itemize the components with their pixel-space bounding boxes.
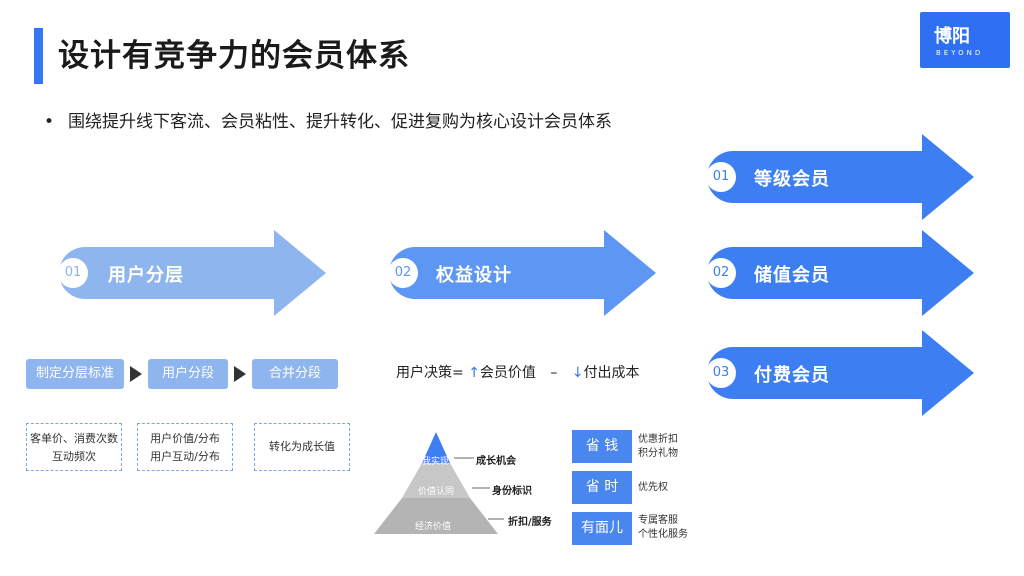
dashed-box-growth-value: 转化为成长值	[254, 423, 350, 471]
dashed-box-line: 客单价、消费次数	[30, 432, 118, 445]
benefit-desc-line: 专属客服	[638, 515, 678, 526]
arrow-benefit-design: 02 权益设计	[372, 230, 658, 316]
pyramid-outcome-identity: 身份标识	[492, 486, 532, 497]
arrow-label: 用户分层	[108, 265, 184, 286]
pyramid-label-identity: 价值认同	[418, 487, 455, 497]
arrow-number: 01	[706, 162, 736, 192]
pyramid-label-economic: 经济价值	[415, 522, 452, 532]
summary-bullet: • 围绕提升线下客流、会员粘性、提升转化、促进复购为核心设计会员体系	[44, 107, 612, 132]
step-arrow-icon	[130, 366, 142, 382]
dashed-box-line: 转化为成长值	[269, 440, 335, 453]
benefit-desc: 优惠折扣 积分礼物	[638, 433, 678, 461]
page-title: 设计有竞争力的会员体系	[58, 38, 410, 74]
formula-prefix: 用户决策=	[396, 365, 464, 381]
dashed-box-metrics: 客单价、消费次数 互动频次	[26, 423, 122, 471]
dashed-box-line: 互动频次	[52, 450, 96, 463]
arrow-stored-value-member-shape	[707, 230, 974, 316]
step-merge-segment: 合并分段	[252, 359, 338, 389]
dashed-box-line: 用户价值/分布	[150, 432, 220, 445]
pyramid-bottom	[374, 498, 498, 534]
arrow-up-icon: ↑	[468, 365, 480, 381]
arrow-user-segmentation-shape	[59, 230, 326, 316]
arrow-user-segmentation: 01 用户分层	[42, 230, 328, 316]
arrow-number: 02	[706, 258, 736, 288]
arrow-tier-member: 01 等级会员	[690, 134, 976, 220]
arrow-number: 02	[388, 258, 418, 288]
logo-subtitle: BEYOND	[936, 49, 984, 57]
title-accent-bar	[34, 28, 43, 84]
arrow-label: 权益设计	[436, 265, 512, 286]
arrow-number: 03	[706, 358, 736, 388]
decision-formula: 用户决策= ↑会员价值 – ↓付出成本	[396, 362, 640, 382]
arrow-label: 等级会员	[754, 169, 830, 190]
step-arrow-icon	[234, 366, 246, 382]
benefit-desc-line: 积分礼物	[638, 448, 678, 459]
logo-mark: 博阳	[934, 26, 970, 47]
value-pyramid	[374, 432, 504, 534]
step-define-criteria: 制定分层标准	[26, 359, 124, 389]
arrow-down-icon: ↓	[571, 365, 584, 381]
pyramid-outcome-discount: 折扣/服务	[508, 517, 552, 528]
formula-value: 会员价值	[479, 365, 536, 381]
arrow-number: 01	[58, 258, 88, 288]
arrow-paid-member-shape	[707, 330, 974, 416]
arrow-benefit-design-shape	[389, 230, 656, 316]
pyramid-top	[422, 432, 450, 463]
benefit-desc-line: 优惠折扣	[638, 434, 678, 445]
dashed-box-distribution: 用户价值/分布 用户互动/分布	[137, 423, 233, 471]
arrow-paid-member: 03 付费会员	[690, 330, 976, 416]
benefit-save-time: 省 时	[572, 471, 632, 504]
benefit-desc-line: 个性化服务	[638, 529, 688, 540]
benefit-desc: 专属客服 个性化服务	[638, 514, 688, 542]
arrow-label: 付费会员	[754, 365, 830, 386]
bullet-text: 围绕提升线下客流、会员粘性、提升转化、促进复购为核心设计会员体系	[68, 112, 613, 132]
formula-minus: –	[550, 365, 558, 381]
benefit-face: 有面儿	[572, 512, 632, 545]
benefit-desc: 优先权	[638, 481, 668, 495]
benefit-desc-line: 优先权	[638, 482, 668, 493]
benefit-save-money: 省 钱	[572, 430, 632, 463]
dashed-box-line: 用户互动/分布	[150, 450, 220, 463]
pyramid-middle	[402, 463, 470, 498]
arrow-label: 储值会员	[754, 265, 830, 286]
pyramid-label-self: 自我实现	[413, 457, 450, 467]
arrow-tier-member-shape	[707, 134, 974, 220]
step-user-segment: 用户分段	[148, 359, 228, 389]
brand-logo: 博阳 BEYOND	[920, 12, 1010, 68]
arrow-stored-value-member: 02 储值会员	[690, 230, 976, 316]
formula-cost: 付出成本	[583, 365, 640, 381]
bullet-dot: •	[44, 112, 55, 132]
pyramid-outcome-growth: 成长机会	[476, 456, 516, 467]
